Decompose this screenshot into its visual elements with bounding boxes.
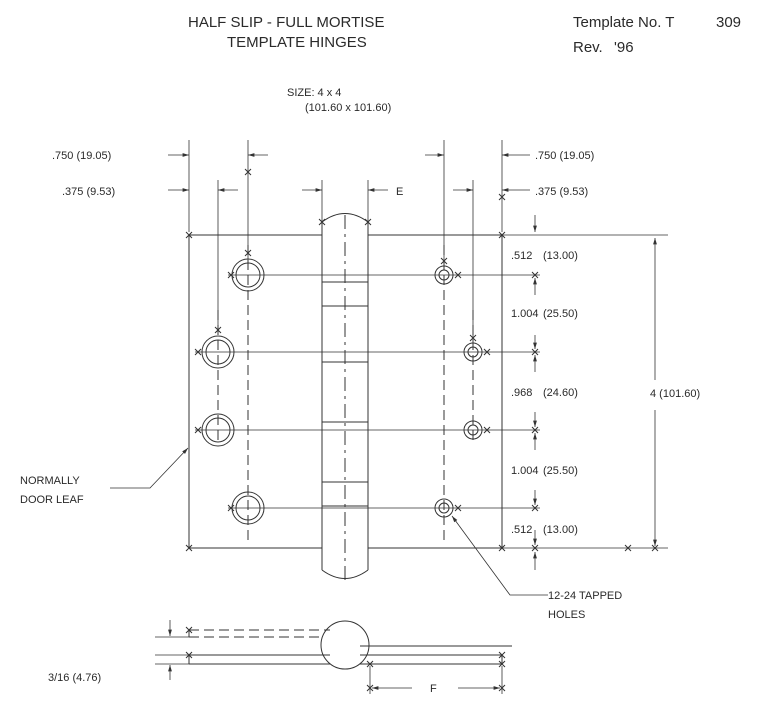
rev-label: Rev. bbox=[573, 39, 603, 56]
thickness-dim: 3/16 (4.76) bbox=[48, 672, 101, 684]
f-label: F bbox=[430, 683, 437, 695]
dim-outer-right: .750 (19.05) bbox=[535, 150, 594, 162]
side-view bbox=[155, 620, 512, 694]
dim-right-1-mm: (13.00) bbox=[543, 250, 578, 262]
left-screw-holes bbox=[201, 258, 265, 525]
tapped-holes bbox=[434, 265, 483, 518]
dim-e-label: E bbox=[396, 186, 403, 198]
hinge-plate bbox=[188, 234, 668, 549]
hinge-knuckle bbox=[321, 213, 369, 580]
top-dimension-arrows bbox=[168, 140, 530, 340]
dim-inner-left: .375 (9.53) bbox=[62, 186, 115, 198]
door-leaf-note-line1: NORMALLY bbox=[20, 475, 80, 487]
dim-right-5-mm: (13.00) bbox=[543, 524, 578, 536]
dim-right-1-in: .512 bbox=[511, 250, 532, 262]
size-line1: SIZE: 4 x 4 bbox=[287, 87, 341, 99]
title-line1: HALF SLIP - FULL MORTISE bbox=[188, 14, 384, 31]
tapped-holes-note-line1: 12-24 TAPPED bbox=[548, 590, 622, 602]
dim-right-3-in: .968 bbox=[511, 387, 532, 399]
dim-right-4-mm: (25.50) bbox=[543, 465, 578, 477]
side-view-marks bbox=[185, 626, 506, 692]
dim-right-2-in: 1.004 bbox=[511, 308, 539, 320]
dim-right-3-mm: (24.60) bbox=[543, 387, 578, 399]
template-label: Template No. T bbox=[573, 14, 674, 31]
leader-lines bbox=[110, 447, 548, 596]
point-marks bbox=[185, 168, 659, 552]
rev-value: '96 bbox=[614, 39, 634, 56]
tapped-holes-note-line2: HOLES bbox=[548, 609, 585, 621]
right-dimension-chain bbox=[533, 215, 657, 570]
dim-outer-left: .750 (19.05) bbox=[52, 150, 111, 162]
overall-height: 4 (101.60) bbox=[650, 388, 700, 400]
dim-right-4-in: 1.004 bbox=[511, 465, 539, 477]
dim-right-2-mm: (25.50) bbox=[543, 308, 578, 320]
title-line2: TEMPLATE HINGES bbox=[227, 34, 367, 51]
template-number: 309 bbox=[716, 14, 741, 31]
size-line2: (101.60 x 101.60) bbox=[305, 102, 391, 114]
door-leaf-note-line2: DOOR LEAF bbox=[20, 494, 84, 506]
dim-right-5-in: .512 bbox=[511, 524, 532, 536]
dim-inner-right: .375 (9.53) bbox=[535, 186, 588, 198]
